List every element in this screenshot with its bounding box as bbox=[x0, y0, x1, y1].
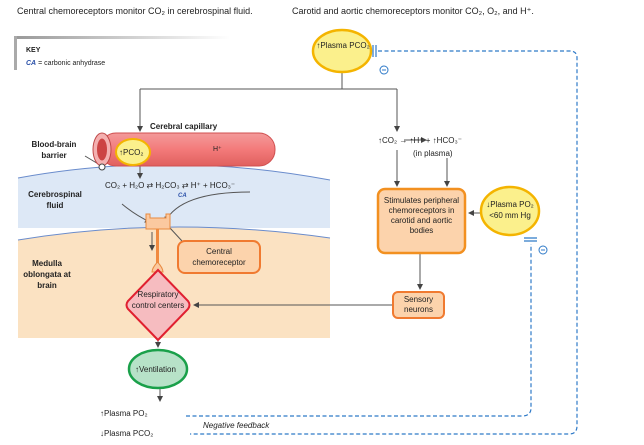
ventilation-oval bbox=[127, 348, 189, 390]
negative-feedback-lines bbox=[186, 45, 578, 435]
right-title: Carotid and aortic chemoreceptors monito… bbox=[292, 6, 534, 16]
plasma-pco2-out-label: ↓Plasma PCO₂ bbox=[100, 429, 154, 438]
csf-label: Cerebrospinal fluid bbox=[28, 190, 82, 210]
ca-enzyme-label: CA bbox=[178, 193, 187, 199]
respiratory-centers-diamond bbox=[125, 268, 191, 342]
central-chemoreceptor-label: Central chemoreceptor bbox=[192, 247, 246, 267]
peripheral-box bbox=[376, 187, 467, 255]
cerebral-capillary-label: Cerebral capillary bbox=[150, 122, 218, 131]
left-title: Central chemoreceptors monitor CO₂ in ce… bbox=[17, 6, 253, 16]
ventilation-label: ↑Ventilation bbox=[135, 365, 176, 374]
respiratory-centers-label: Respiratory control centers bbox=[131, 290, 185, 310]
plasma-pco2-oval bbox=[311, 28, 373, 74]
key-border-left bbox=[14, 36, 17, 70]
plasma-po2-out-label: ↑Plasma PO₂ bbox=[100, 409, 148, 418]
plasma-po2-low-label: ↓Plasma PO₂ <60 mm Hg bbox=[486, 200, 534, 220]
key-abbr: CA bbox=[26, 60, 37, 67]
key-heading: KEY bbox=[26, 47, 41, 54]
connector-lines bbox=[84, 73, 481, 402]
sensory-neurons-box bbox=[392, 291, 445, 319]
minus-icon bbox=[379, 65, 389, 75]
key-definition: = carbonic anhydrase bbox=[38, 60, 106, 67]
central-chemoreceptor-box bbox=[177, 240, 261, 274]
sensory-neurons-label: Sensory neurons bbox=[403, 295, 434, 314]
key-entry: CA = carbonic anhydrase bbox=[26, 58, 105, 69]
negative-feedback-label: Negative feedback bbox=[203, 421, 270, 430]
plasma-po2-oval bbox=[479, 185, 541, 237]
csf-region bbox=[18, 164, 330, 228]
in-plasma-label: (in plasma) bbox=[413, 149, 453, 158]
capillary-h-label: H⁺ bbox=[213, 146, 222, 153]
plasma-pco2-label: ↑Plasma PCO₂ bbox=[316, 41, 370, 50]
medulla-label: Medulla oblongata at brain bbox=[23, 259, 71, 290]
blood-brain-barrier-label: Blood-brain barrier bbox=[31, 140, 77, 160]
reaction-label: CO₂ + H₂O ⇄ H₂CO₃ ⇄ H⁺ + HCO₃⁻ bbox=[105, 181, 236, 190]
minus-icon bbox=[538, 245, 548, 255]
key-border bbox=[14, 36, 230, 39]
capillary-pco2-label: ↑PCO₂ bbox=[119, 148, 144, 157]
peripheral-label: Stimulates peripheral chemoreceptors in … bbox=[383, 196, 460, 235]
plasma-reaction-label: ↑CO₂ → ↑H⁺ + ↑HCO₃⁻ bbox=[378, 136, 462, 145]
capillary-pco2-oval bbox=[115, 138, 151, 166]
